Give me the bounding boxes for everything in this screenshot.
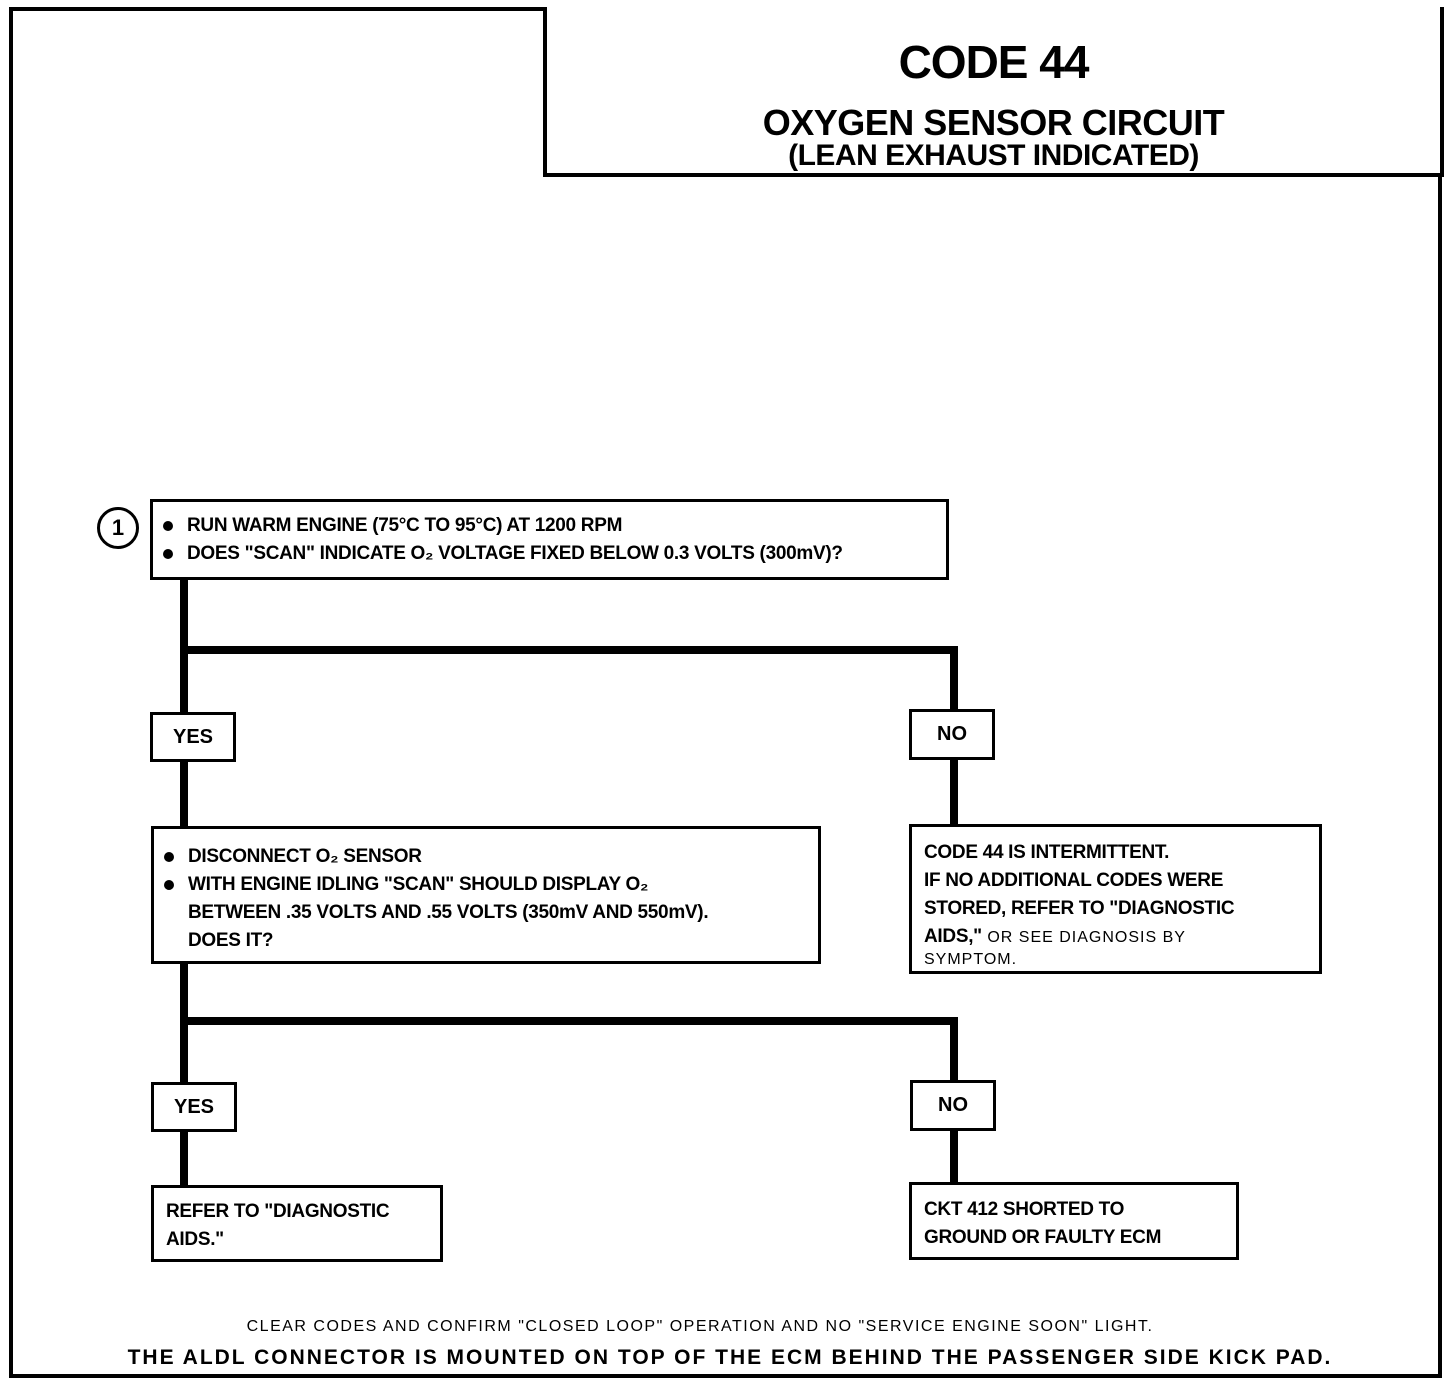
title-box: CODE 44 OXYGEN SENSOR CIRCUIT (LEAN EXHA… [543, 7, 1444, 177]
connector-line [180, 1128, 188, 1188]
no-label-2: NO [910, 1080, 996, 1131]
result-yes-box: REFER TO "DIAGNOSTIC AIDS." [151, 1185, 443, 1262]
result-no-box: CKT 412 SHORTED TO GROUND OR FAULTY ECM [909, 1182, 1239, 1260]
step-number-circle: 1 [97, 507, 139, 549]
step2-bullet: WITH ENGINE IDLING "SCAN" SHOULD DISPLAY… [154, 871, 818, 955]
connector-line [950, 1128, 958, 1186]
title-subtitle: (LEAN EXHAUST INDICATED) [788, 139, 1199, 172]
yes-label-1: YES [150, 712, 236, 762]
title-code: CODE 44 [898, 36, 1090, 88]
connector-line [180, 758, 188, 830]
page-frame [9, 7, 1442, 1378]
step1-box: RUN WARM ENGINE (75°C TO 95°C) AT 1200 R… [150, 499, 949, 580]
connector-line [950, 1017, 958, 1083]
title-main: OXYGEN SENSOR CIRCUIT [762, 102, 1225, 143]
footer-connector-note: THE ALDL CONNECTOR IS MOUNTED ON TOP OF … [127, 1346, 1333, 1369]
connector-line [950, 646, 958, 712]
connector-line [180, 1017, 958, 1025]
step1-bullet: DOES "SCAN" INDICATE O₂ VOLTAGE FIXED BE… [153, 540, 946, 568]
connector-line [950, 758, 958, 828]
step2-bullet: DISCONNECT O₂ SENSOR [154, 843, 818, 871]
no-label-1: NO [909, 709, 995, 760]
step2-box: DISCONNECT O₂ SENSOR WITH ENGINE IDLING … [151, 826, 821, 964]
step1-bullet: RUN WARM ENGINE (75°C TO 95°C) AT 1200 R… [153, 512, 946, 540]
footer-note: CLEAR CODES AND CONFIRM "CLOSED LOOP" OP… [246, 1318, 1154, 1335]
intermittent-box: CODE 44 IS INTERMITTENT. IF NO ADDITIONA… [909, 824, 1322, 974]
yes-label-2: YES [151, 1082, 237, 1132]
connector-line [180, 646, 958, 654]
